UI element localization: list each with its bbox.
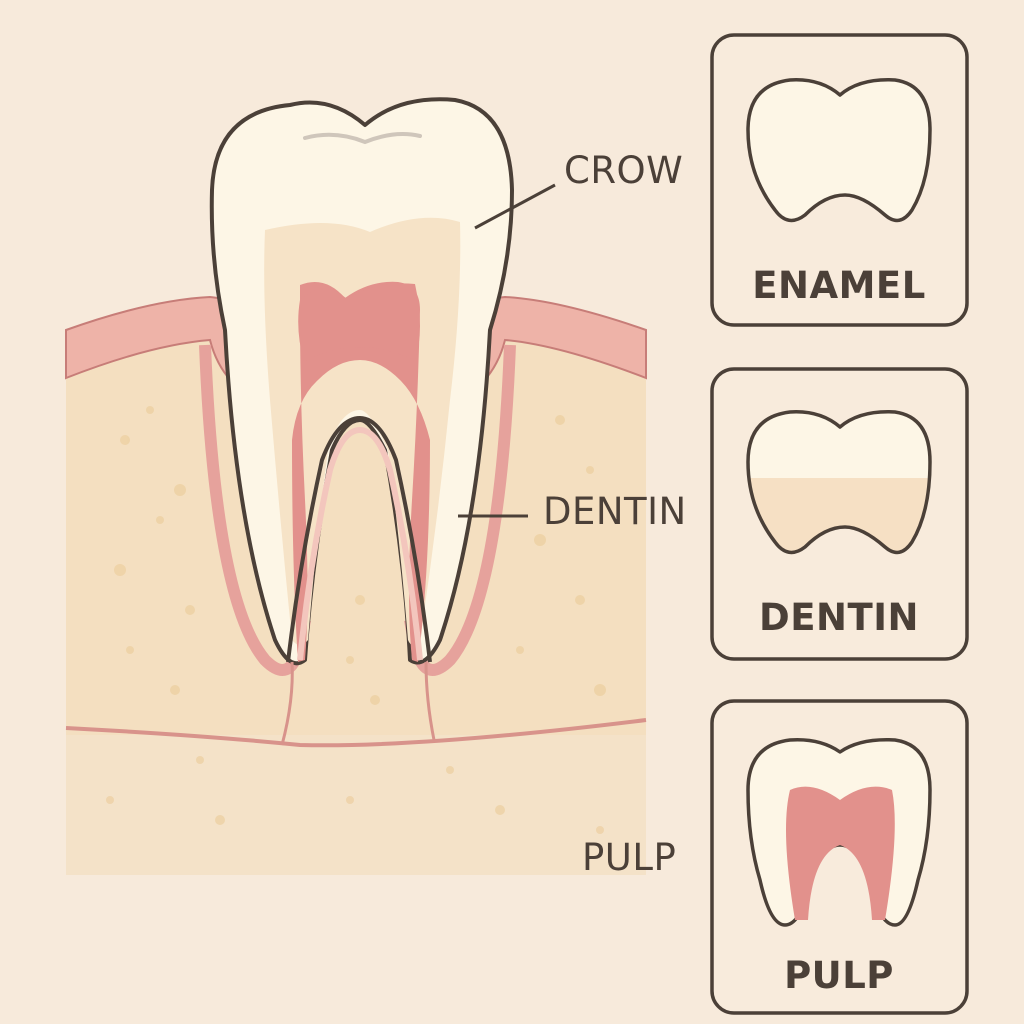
- dentin-panel: DENTIN: [710, 367, 969, 661]
- root-canal: [286, 416, 432, 663]
- root-canal-inner: [297, 426, 423, 661]
- dentin-label: DENTIN: [543, 490, 687, 533]
- enamel-panel-label: ENAMEL: [752, 264, 926, 307]
- pulp-panel: PULP: [710, 699, 969, 1015]
- lower-bone-band: [66, 735, 646, 875]
- pulp-chamber-icon: [786, 786, 895, 920]
- pulp-panel-label: PULP: [784, 954, 894, 997]
- enamel-panel: ENAMEL: [710, 33, 969, 327]
- bone-boundary: [65, 718, 647, 748]
- pulp-top: [298, 283, 420, 362]
- pulp-label: PULP: [582, 836, 676, 879]
- crown-label: CROW: [564, 149, 683, 192]
- crown-leader: [474, 183, 556, 230]
- bone-texture: [106, 406, 606, 834]
- tooth-cross-section: CROW DENTIN PULP: [65, 97, 687, 879]
- crown-highlight: [303, 132, 422, 145]
- enamel-tooth-icon: [746, 78, 932, 223]
- dentin-tooth-icon: [746, 410, 932, 555]
- dentin-panel-label: DENTIN: [759, 596, 919, 639]
- nerve-right: [424, 661, 436, 741]
- nerve-left: [280, 661, 294, 746]
